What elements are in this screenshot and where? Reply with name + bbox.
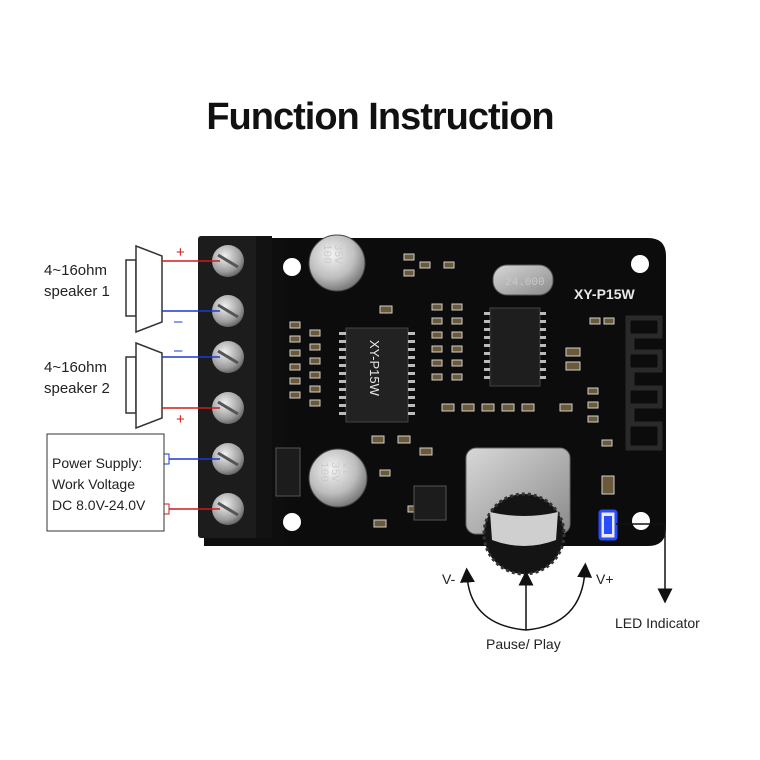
crystal-oscillator: 24.000 — [492, 264, 554, 296]
capacitor-top: 100 35V VT — [308, 234, 366, 292]
antenna-trace — [625, 315, 663, 451]
power-supply-box — [46, 433, 165, 532]
speaker-1-icon — [125, 244, 163, 334]
speaker2-plus-sign: + — [176, 411, 185, 428]
speaker2-impedance-label: 4~16ohm — [44, 359, 107, 376]
capacitor-bottom-voltage: 35V — [328, 462, 340, 482]
wires — [162, 260, 220, 510]
capacitor-bottom-brand: VT — [339, 462, 351, 476]
smd-components — [289, 253, 615, 528]
speaker2-minus-sign: – — [174, 342, 183, 359]
mount-hole-top-right — [631, 255, 649, 273]
power-supply-label: Power Supply: — [52, 455, 142, 471]
voltage-range-label: DC 8.0V-24.0V — [52, 497, 146, 513]
diode — [275, 447, 301, 497]
crystal-value: 24.000 — [505, 277, 545, 289]
capacitor-top-brand: VT — [342, 244, 354, 258]
speaker1-minus-sign: – — [174, 313, 183, 330]
decoder-chip — [484, 307, 546, 387]
amplifier-chip: XY-P15W — [339, 327, 415, 423]
capacitor-bottom-value: 100 — [317, 462, 329, 482]
capacitor-bottom: 100 35V VT — [308, 448, 368, 508]
mount-hole-top-left — [283, 258, 301, 276]
terminal-screw — [212, 392, 244, 424]
volume-down-label: V- — [442, 571, 456, 587]
capacitor-top-voltage: 35V — [331, 244, 343, 264]
led-indicator-label: LED Indicator — [615, 615, 700, 631]
speaker1-name-label: speaker 1 — [44, 283, 110, 300]
led-indicator — [598, 509, 618, 541]
terminal-screw — [212, 493, 244, 525]
capacitor-top-value: 100 — [320, 244, 332, 264]
mount-hole-bottom-left — [283, 513, 301, 531]
led-indicator-arrow — [616, 523, 673, 604]
board-model-label: XY-P15W — [574, 286, 635, 302]
speaker2-name-label: speaker 2 — [44, 380, 110, 397]
terminal-screw — [212, 295, 244, 327]
terminal-screw — [212, 443, 244, 475]
terminal-screw — [212, 245, 244, 277]
knob-arrows — [459, 562, 593, 631]
arrow-volume-down — [459, 567, 527, 631]
pause-play-label: Pause/ Play — [486, 636, 561, 652]
terminal-screw — [212, 341, 244, 373]
volume-up-label: V+ — [596, 571, 614, 587]
led-resistor — [601, 475, 615, 495]
chip-marking: XY-P15W — [367, 340, 382, 397]
regulator — [413, 485, 447, 521]
speaker1-impedance-label: 4~16ohm — [44, 262, 107, 279]
speaker1-plus-sign: + — [176, 244, 185, 261]
mount-hole-bottom-right — [632, 512, 650, 530]
terminal-screws — [212, 245, 244, 525]
rotary-knob — [465, 447, 571, 576]
work-voltage-label: Work Voltage — [52, 476, 135, 492]
page-title: Function Instruction — [206, 96, 554, 138]
speaker-2-icon — [125, 341, 163, 430]
arrow-volume-up — [525, 562, 593, 631]
